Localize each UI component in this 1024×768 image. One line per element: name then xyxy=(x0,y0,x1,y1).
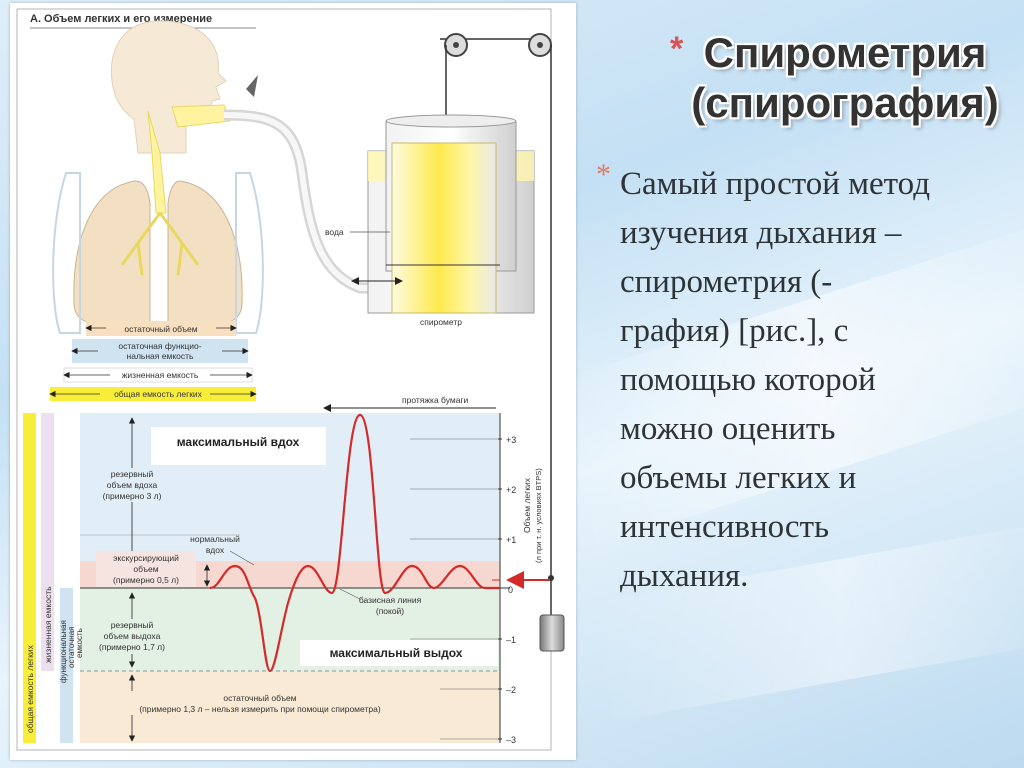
spirometry-diagram: А. Объем легких и его измерение xyxy=(16,8,565,751)
counterweight xyxy=(539,614,565,652)
total-capacity-bar xyxy=(23,413,36,743)
spirogram-curve xyxy=(209,413,500,673)
body-line: помощью которой xyxy=(620,362,876,398)
tick-plus1: +1 xyxy=(506,535,516,545)
erv-label-3: (примерно 1,7 л) xyxy=(99,642,165,652)
axis-title-1: Объем легких xyxy=(522,477,532,533)
pulley-system xyxy=(440,33,565,652)
frc-bar xyxy=(60,588,73,743)
slide-title-line-1: Спирометрия xyxy=(703,29,987,76)
vert-vital-label: жизненная емкость xyxy=(43,586,53,663)
tick-minus2: –2 xyxy=(506,685,516,695)
vert-total-label: общая емкость легких xyxy=(25,644,35,733)
residual-volume-label-1: остаточный объем xyxy=(223,693,296,703)
tidal-label-3: (примерно 0,5 л) xyxy=(113,575,179,585)
paper-feed-label: протяжка бумаги xyxy=(402,395,469,405)
normal-inhale-label-2: вдох xyxy=(206,545,225,555)
body-line: Самый простой метод xyxy=(620,166,931,202)
bar-vital-label: жизненная емкость xyxy=(122,370,199,380)
irv-label-3: (примерно 3 л) xyxy=(103,491,162,501)
bar-frc-label-2: нальная емкость xyxy=(127,351,194,361)
bar-frc-label-1: остаточная функцио- xyxy=(118,341,201,351)
tick-minus3: –3 xyxy=(506,735,516,745)
water-label: вода xyxy=(325,227,344,237)
residual-volume-label-2: (примерно 1,3 л – нельзя измерить при по… xyxy=(139,704,380,714)
figure-header: А. Объем легких и его измерение xyxy=(30,13,212,25)
vert-frc-label-2: остаточная xyxy=(67,626,76,668)
slide-body: * Самый простой метод изучения дыхания –… xyxy=(596,158,1010,601)
spirometer-label: спирометр xyxy=(420,317,462,327)
bar-total-label: общая емкость легких xyxy=(114,389,203,399)
tidal-label-2: объем xyxy=(133,564,158,574)
max-exhale-label: максимальный выдох xyxy=(330,646,463,660)
bullet-star-icon: * xyxy=(596,158,611,191)
baseline-label-2: (покой) xyxy=(376,606,404,616)
volume-axis: +3 +2 +1 0 –1 –2 –3 Объем легких (л при … xyxy=(410,413,543,745)
tick-zero: 0 xyxy=(508,585,513,595)
vert-frc-label-1: функциональная xyxy=(59,620,68,683)
slide-title: * Спирометрия (спирография) xyxy=(670,28,1010,128)
body-line: спирометрия (- xyxy=(620,264,833,300)
irv-label-2: объем вдоха xyxy=(107,480,158,490)
human-illustration xyxy=(52,20,264,334)
body-line: изучения дыхания – xyxy=(620,215,902,251)
body-line: графия) [рис.], с xyxy=(620,313,849,349)
erv-label-2: объем выдоха xyxy=(104,631,161,641)
volume-bars: остаточный объем остаточная функцио- нал… xyxy=(49,321,257,401)
irv-label-1: резервный xyxy=(111,469,154,479)
baseline-label-1: базисная линия xyxy=(359,595,422,605)
normal-inhale-label-1: нормальный xyxy=(190,534,240,544)
spirometry-figure: А. Объем легких и его измерение xyxy=(10,3,576,760)
erv-label-1: резервный xyxy=(111,620,154,630)
body-line: можно оценить xyxy=(620,411,836,447)
tick-minus1: –1 xyxy=(506,635,516,645)
body-line: интенсивность xyxy=(620,509,830,545)
tick-plus2: +2 xyxy=(506,485,516,495)
body-line: дыхания. xyxy=(620,558,749,594)
tidal-label-1: экскурсирующий xyxy=(113,553,179,563)
slide-title-line-2: (спирография) xyxy=(691,79,999,126)
body-line: объемы легких и xyxy=(620,460,857,496)
tick-plus3: +3 xyxy=(506,435,516,445)
bar-residual-label: остаточный объем xyxy=(124,324,197,334)
title-star-icon: * xyxy=(670,30,684,68)
max-inhale-label: максимальный вдох xyxy=(177,435,300,449)
axis-title-2: (л при т. н. условиях BTPS) xyxy=(534,468,543,563)
vital-capacity-bar xyxy=(41,413,54,671)
vert-frc-label-3: емкость xyxy=(75,628,84,658)
spirometer xyxy=(351,114,535,314)
